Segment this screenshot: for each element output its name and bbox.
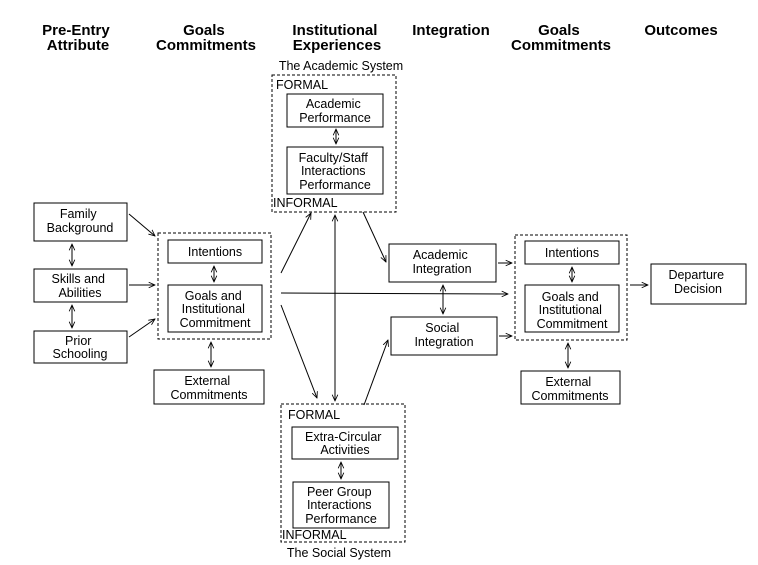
header-institutional-experiences: Institutional Experiences xyxy=(292,22,381,54)
skills-abilities-box xyxy=(33,268,128,303)
left-goals-commitment-box xyxy=(167,284,263,333)
academic-system-group xyxy=(271,74,397,213)
left-external-commitments-label: External Commitments xyxy=(170,374,247,402)
academic-formal-label: FORMAL xyxy=(276,78,328,92)
right-goals-commitment-label: Goals and Institutional Commitment xyxy=(537,290,608,331)
extra-circular-box xyxy=(291,426,399,460)
left-intentions-box xyxy=(167,239,263,264)
prior-schooling-label: Prior Schooling xyxy=(53,334,108,361)
left-goals-commitment-label: Goals and Institutional Commitment xyxy=(180,289,251,330)
academic-system-title: The Academic System xyxy=(279,59,403,73)
connector-arrows xyxy=(72,129,648,479)
right-intentions-label: Intentions xyxy=(545,246,599,260)
social-system-group xyxy=(280,403,406,543)
left-external-commitments-box xyxy=(153,369,265,405)
arrow-goals-social-system xyxy=(280,304,317,398)
right-intentions-box xyxy=(524,240,620,265)
left-goals-group xyxy=(157,232,272,340)
arrow-goals-right-goals xyxy=(280,293,508,294)
right-goals-group xyxy=(514,234,628,341)
arrow-social-system-integration xyxy=(363,340,388,406)
social-integration-label: Social Integration xyxy=(414,321,473,349)
social-formal-label: FORMAL xyxy=(288,408,340,422)
social-informal-label: INFORMAL xyxy=(282,528,347,542)
departure-decision-box xyxy=(650,263,747,305)
extra-circular-label: Extra-Circular Activities xyxy=(305,430,385,457)
header-goals-commitments-1: Goals Commitments xyxy=(156,22,256,54)
header-goals-commitments-2: Goals Commitments xyxy=(511,22,611,54)
peer-group-label: Peer Group Interactions Performance xyxy=(305,485,377,526)
academic-performance-box xyxy=(286,93,384,128)
right-external-commitments-label: External Commitments xyxy=(531,375,608,403)
right-external-commitments-box xyxy=(520,370,621,405)
academic-integration-label: Academic Integration xyxy=(412,248,471,276)
academic-integration-box xyxy=(388,243,497,283)
family-background-box xyxy=(33,202,128,242)
family-background-label: Family Background xyxy=(47,207,114,235)
faculty-staff-label: Faculty/Staff Interactions Performance xyxy=(299,151,372,192)
faculty-staff-box xyxy=(286,146,384,195)
arrow-goals-academic-system xyxy=(280,213,311,274)
arrow-prior-goals xyxy=(128,319,155,338)
departure-decision-label: Departure Decision xyxy=(668,268,727,296)
header-integration: Integration xyxy=(412,22,490,39)
social-integration-box xyxy=(390,316,498,356)
academic-informal-label: INFORMAL xyxy=(273,196,338,210)
column-headers: Pre-Entry Attribute Goals Commitments In… xyxy=(42,22,718,54)
prior-schooling-box xyxy=(33,330,128,364)
arrow-family-goals xyxy=(128,213,155,236)
academic-performance-label: Academic Performance xyxy=(299,97,371,125)
header-outcomes: Outcomes xyxy=(644,22,717,39)
header-pre-entry: Pre-Entry Attribute xyxy=(42,22,114,54)
left-intentions-label: Intentions xyxy=(188,245,242,259)
peer-group-box xyxy=(292,481,390,529)
skills-abilities-label: Skills and Abilities xyxy=(52,272,109,300)
arrow-academic-system-integration xyxy=(362,211,387,262)
right-goals-commitment-box xyxy=(524,284,620,333)
social-system-title: The Social System xyxy=(287,546,391,560)
